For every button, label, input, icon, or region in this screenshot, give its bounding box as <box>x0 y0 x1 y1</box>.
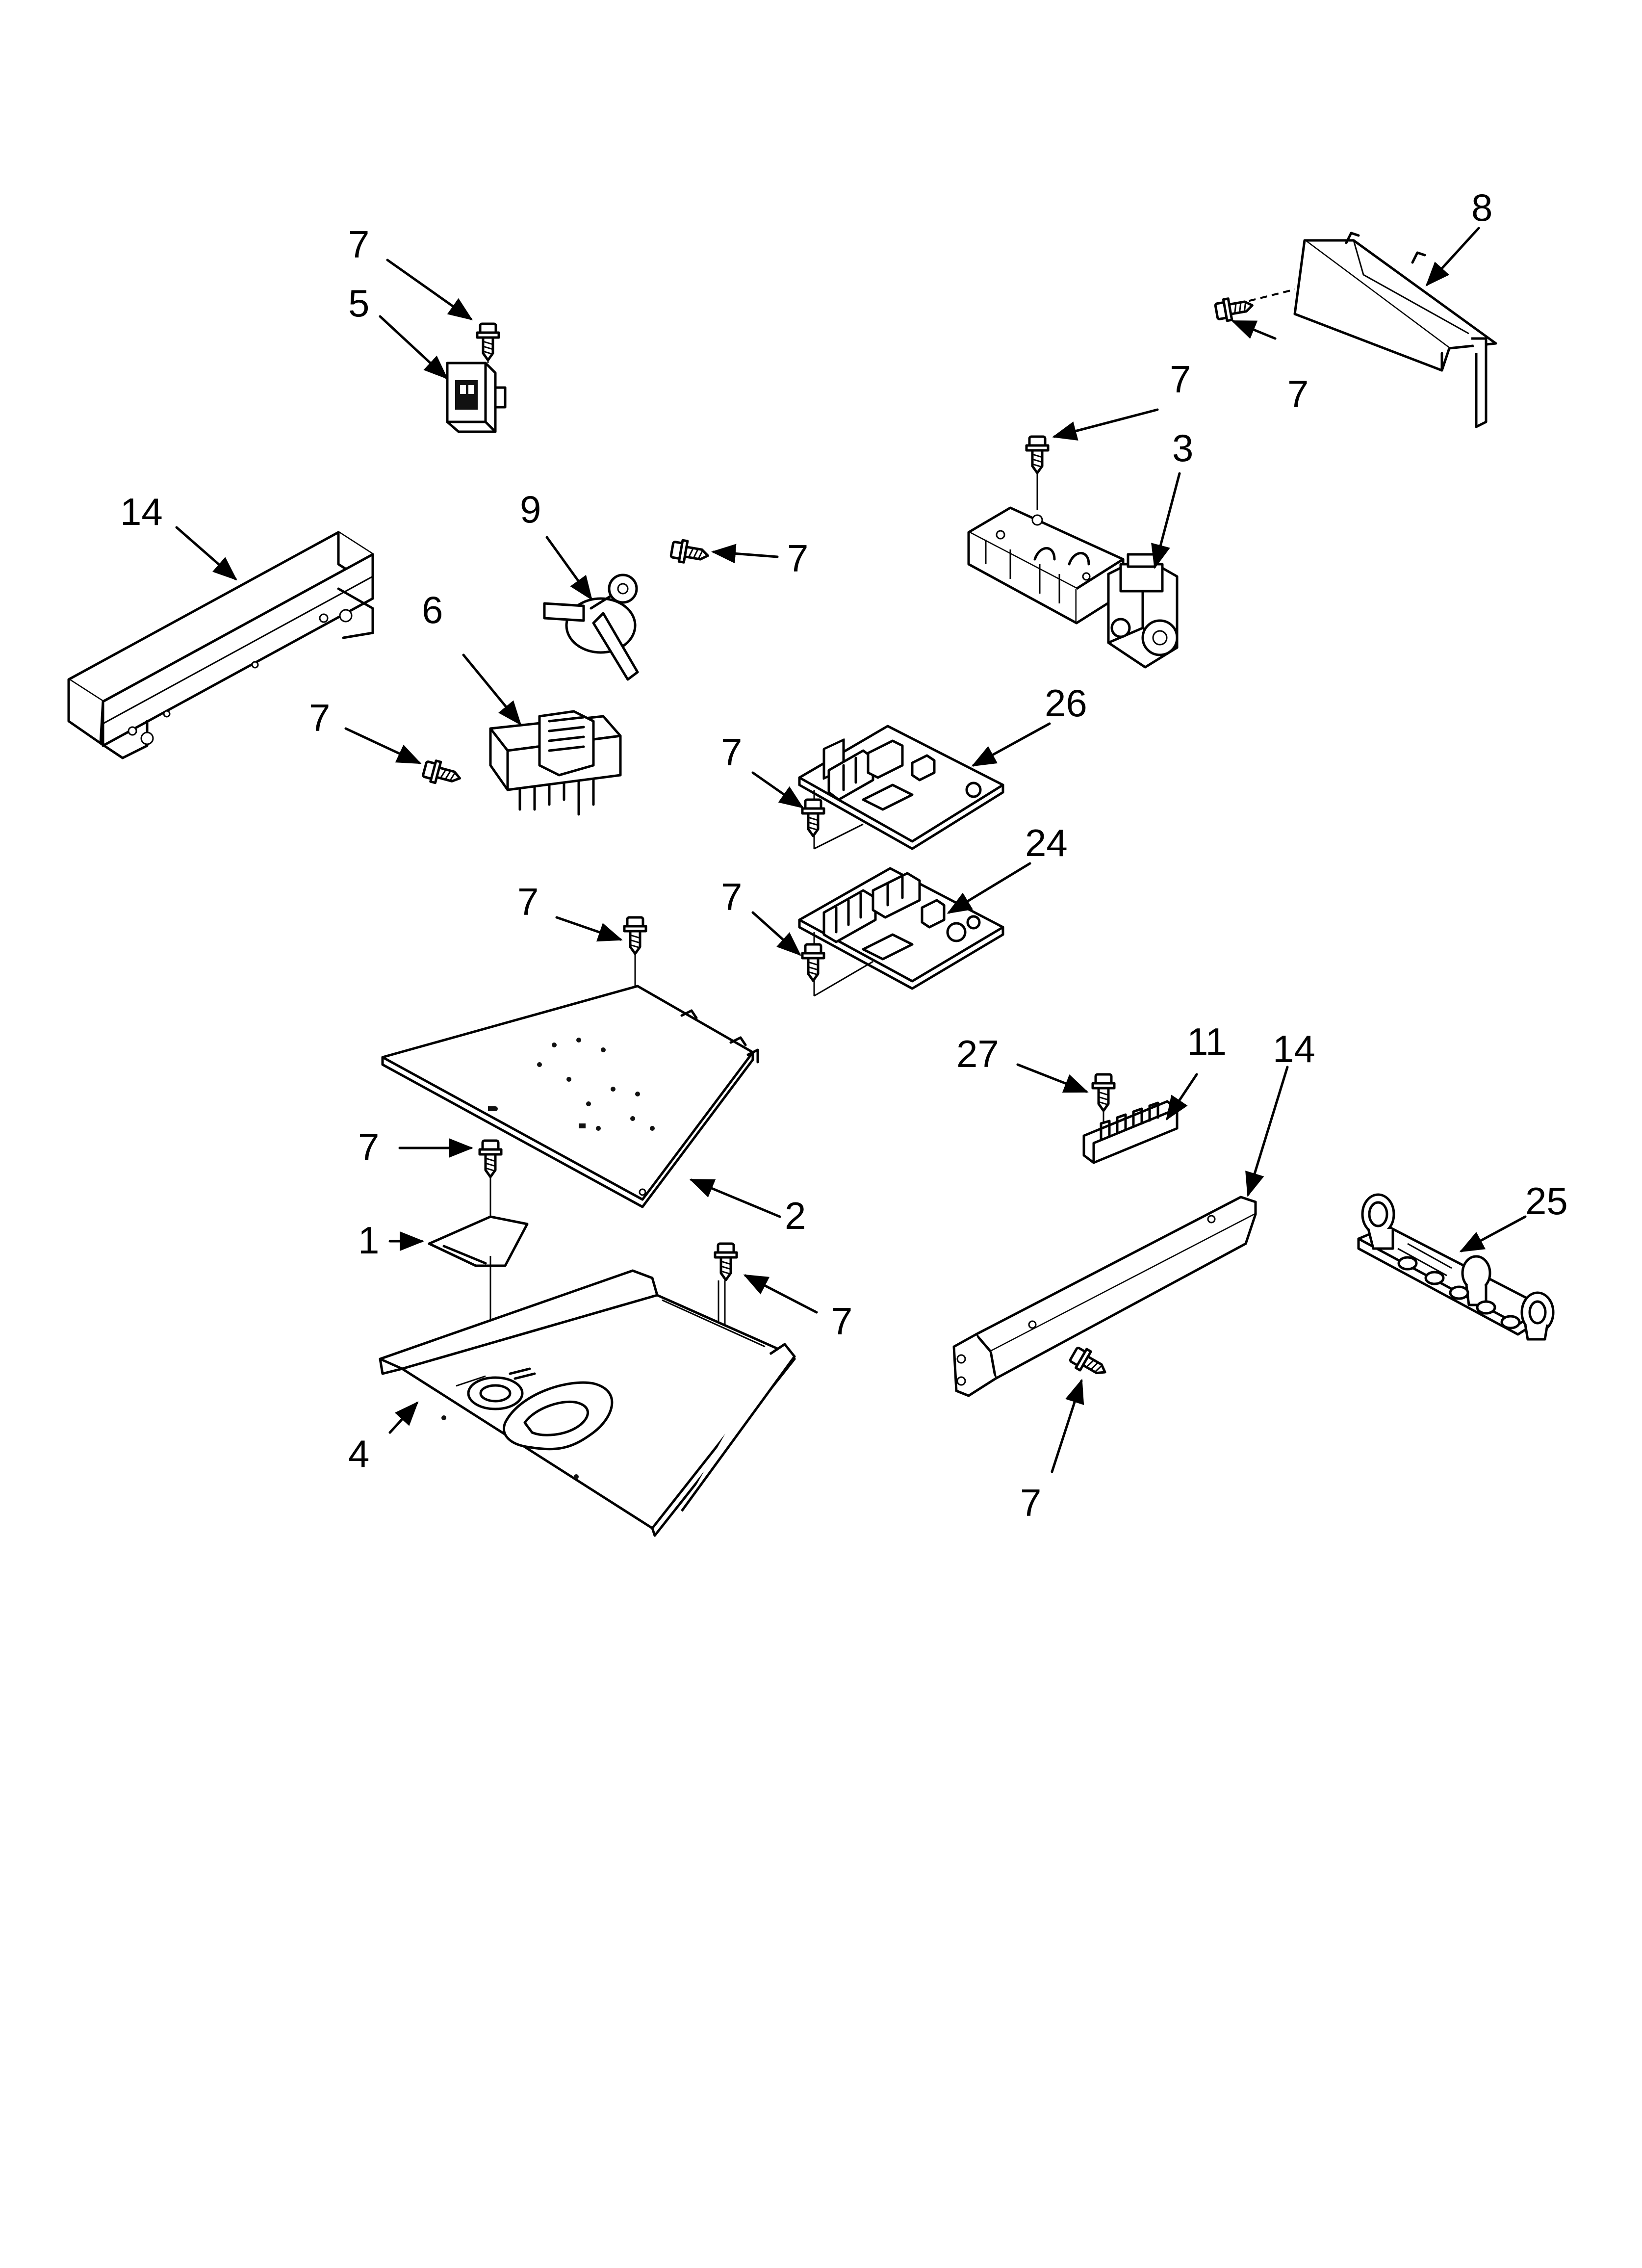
callout-7: 7 <box>831 1300 852 1343</box>
callout-2: 2 <box>785 1194 806 1237</box>
part-26-control-board <box>798 725 1004 850</box>
callout-14: 14 <box>1273 1027 1315 1070</box>
callout-8: 8 <box>1471 186 1492 229</box>
part-14-right-rail <box>952 1196 1257 1397</box>
callout-7: 7 <box>517 880 539 923</box>
callout-7: 7 <box>787 537 808 580</box>
callout-7: 7 <box>1170 358 1191 401</box>
callout-labels: 7 5 14 9 7 6 7 8 7 7 3 26 7 24 7 7 2 7 1… <box>120 186 1568 1524</box>
part-24-control-board <box>798 867 1004 997</box>
part-9-thermostat <box>543 539 710 681</box>
leader-arrows <box>175 227 1527 1473</box>
callout-3: 3 <box>1172 426 1193 469</box>
part-2-panel <box>381 917 759 1208</box>
callout-7: 7 <box>1287 372 1308 416</box>
callout-1: 1 <box>358 1219 379 1262</box>
callout-24: 24 <box>1025 821 1068 864</box>
callout-26: 26 <box>1045 681 1087 725</box>
part-8-cover-bracket <box>1215 232 1497 428</box>
callout-9: 9 <box>520 488 541 531</box>
callout-14: 14 <box>120 490 163 533</box>
callout-7: 7 <box>1020 1481 1041 1524</box>
part-25-switch-assembly <box>1357 1193 1555 1341</box>
callout-7: 7 <box>721 875 742 918</box>
callout-4: 4 <box>348 1432 369 1475</box>
callout-5: 5 <box>348 282 369 325</box>
part-14-left-bracket <box>67 531 374 759</box>
callout-7: 7 <box>348 223 369 266</box>
callout-7: 7 <box>309 696 330 739</box>
part-4-bottom-tray <box>379 1244 796 1537</box>
callout-27: 27 <box>956 1032 999 1075</box>
callout-11: 11 <box>1187 1020 1227 1063</box>
part-11-terminal-block <box>1082 1074 1179 1164</box>
part-5-switch <box>446 324 507 433</box>
callout-6: 6 <box>422 588 443 631</box>
part-6-transformer <box>422 710 622 816</box>
part-3-valve-assembly <box>967 437 1179 669</box>
callout-25: 25 <box>1525 1179 1568 1223</box>
callout-7: 7 <box>358 1125 379 1169</box>
callout-7: 7 <box>721 730 742 774</box>
